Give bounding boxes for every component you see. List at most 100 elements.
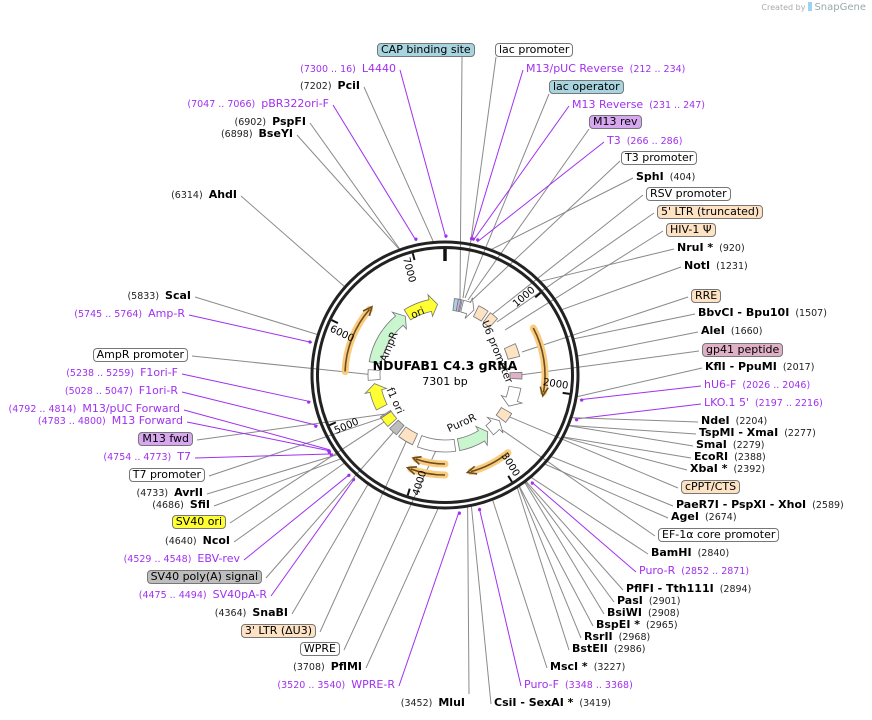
tick-label: 2000 (542, 377, 569, 392)
enzyme-label[interactable]: AgeI(2674) (671, 510, 743, 524)
enzyme-label[interactable]: BstEII(2986) (572, 642, 651, 656)
leader-line (567, 425, 694, 447)
feature-label[interactable]: RRE (691, 289, 722, 303)
feature-segment[interactable] (495, 406, 513, 423)
feature-segment[interactable] (472, 305, 489, 322)
enzyme-label[interactable]: RsrII(2968) (584, 630, 656, 644)
enzyme-label[interactable]: PasI(2901) (617, 594, 686, 608)
enzyme-label[interactable]: BamHI(2840) (651, 546, 735, 560)
enzyme-label[interactable]: BsiWI(2908) (607, 606, 686, 620)
feature-segment[interactable] (509, 371, 523, 380)
feature-name: 3' LTR (ΔU3) (240, 624, 316, 638)
feature-name: lac promoter (495, 43, 574, 57)
feature-segment[interactable] (389, 419, 405, 436)
feature-label[interactable]: lac operator (549, 80, 624, 94)
primer-label[interactable]: M13/pUC Reverse(212 .. 234) (526, 62, 691, 76)
enzyme-label[interactable]: (4640)NcoI (159, 534, 230, 548)
primer-label[interactable]: (4783 .. 4800)M13 Forward (32, 414, 183, 428)
primer-label[interactable]: (4529 .. 4548)EBV-rev (118, 552, 240, 566)
feature-label[interactable]: HIV-1 Ψ (666, 223, 716, 237)
primer-label[interactable]: (4475 .. 4494)SV40pA-R (133, 588, 267, 602)
feature-label[interactable]: 5' LTR (truncated) (657, 205, 764, 219)
enzyme-label[interactable]: EcoRI(2388) (694, 450, 772, 464)
enzyme-position: (5833) (127, 291, 160, 302)
enzyme-label[interactable]: NruI *(920) (677, 241, 751, 255)
enzyme-label[interactable]: (6902)PspFI (229, 115, 307, 129)
enzyme-label[interactable]: SphI(404) (636, 170, 701, 184)
enzyme-label[interactable]: (3708)PflMI (287, 660, 362, 674)
feature-label[interactable]: T3 promoter (621, 151, 698, 165)
feature-segment[interactable] (458, 299, 463, 313)
primer-label[interactable]: T3(266 .. 286) (607, 134, 688, 148)
enzyme-label[interactable]: SmaI(2279) (696, 438, 771, 452)
primer-site-mark (329, 453, 333, 457)
primer-label[interactable]: (5028 .. 5047)F1ori-R (59, 384, 178, 398)
primer-position: (7047 .. 7066) (187, 99, 256, 110)
enzyme-label[interactable]: PaeR7I - PspXI - XhoI(2589) (676, 498, 850, 512)
leader-line (243, 473, 351, 561)
feature-segment[interactable] (379, 409, 392, 419)
enzyme-label[interactable]: CsiI - SexAI *(3419) (494, 696, 617, 710)
primer-label[interactable]: hU6-F(2026 .. 2046) (704, 378, 816, 392)
primer-label[interactable]: (5745 .. 5764)Amp-R (68, 307, 185, 321)
enzyme-label[interactable]: MscI *(3227) (550, 660, 631, 674)
feature-label[interactable]: CAP binding site (377, 43, 475, 57)
leader-line (518, 485, 582, 639)
enzyme-label[interactable]: (6314)AhdI (165, 188, 237, 202)
enzyme-name: BstEII (572, 642, 608, 655)
enzyme-position: (3227) (593, 662, 626, 673)
feature-label[interactable]: RSV promoter (646, 187, 731, 201)
feature-segment[interactable] (367, 369, 381, 381)
primer-label[interactable]: LKO.1 5'(2197 .. 2216) (704, 396, 829, 410)
enzyme-label[interactable]: BspEI *(2965) (596, 618, 684, 632)
primer-label[interactable]: (4792 .. 4814)M13/pUC Forward (2, 402, 180, 416)
feature-label[interactable]: 3' LTR (ΔU3) (240, 624, 316, 638)
feature-label[interactable]: M13 fwd (138, 432, 193, 446)
feature-label[interactable]: WPRE (299, 642, 340, 656)
feature-segment[interactable] (368, 311, 407, 365)
feature-segment[interactable] (500, 385, 524, 407)
enzyme-label[interactable]: (4364)SnaBI (209, 606, 288, 620)
enzyme-label[interactable]: (5833)ScaI (121, 289, 191, 303)
feature-label[interactable]: EF-1α core promoter (658, 528, 780, 542)
enzyme-label[interactable]: AleI(1660) (701, 324, 768, 338)
feature-segment[interactable] (482, 312, 499, 329)
feature-segment[interactable] (456, 425, 489, 452)
primer-label[interactable]: Puro-R(2852 .. 2871) (639, 564, 755, 578)
primer-label[interactable]: (7300 .. 16)L4440 (294, 62, 396, 76)
feature-segment[interactable] (460, 297, 475, 319)
enzyme-label[interactable]: TspMI - XmaI(2277) (699, 426, 822, 440)
primer-label[interactable]: M13 Reverse(231 .. 247) (572, 98, 711, 112)
enzyme-label[interactable]: (7202)PciI (294, 79, 360, 93)
enzyme-label[interactable]: XbaI *(2392) (690, 462, 771, 476)
feature-label[interactable]: cPPT/CTS (681, 480, 741, 494)
enzyme-label[interactable]: (4686)SfiI (146, 498, 210, 512)
enzyme-label[interactable]: NdeI(2204) (701, 414, 773, 428)
primer-label[interactable]: (4754 .. 4773)T7 (97, 450, 191, 464)
feature-segment[interactable] (416, 435, 457, 453)
feature-label[interactable]: AmpR promoter (92, 348, 188, 362)
feature-label[interactable]: T7 promoter (128, 468, 205, 482)
enzyme-label[interactable]: NotI(1231) (684, 259, 754, 273)
feature-label[interactable]: SV40 poly(A) signal (146, 570, 262, 584)
feature-segment[interactable] (398, 426, 419, 446)
enzyme-label[interactable]: KflI - PpuMI(2017) (705, 360, 820, 374)
primer-label[interactable]: (5238 .. 5259)F1ori-F (60, 366, 178, 380)
feature-segment[interactable] (403, 293, 439, 321)
leader-line (521, 296, 689, 353)
feature-label[interactable]: gp41 peptide (702, 343, 784, 357)
primer-label[interactable]: (7047 .. 7066)pBR322ori-F (181, 97, 329, 111)
feature-segment[interactable] (363, 383, 388, 411)
enzyme-label[interactable]: PflFI - Tth111I(2894) (626, 582, 757, 596)
feature-segment[interactable] (503, 343, 521, 360)
enzyme-label[interactable]: (3452)MluI (395, 696, 465, 710)
enzyme-label[interactable]: (4733)AvrII (131, 486, 204, 500)
enzyme-label[interactable]: BbvCI - Bpu10I(1507) (698, 306, 833, 320)
enzyme-label[interactable]: (6898)BseYI (215, 127, 293, 141)
primer-label[interactable]: (3520 .. 3540)WPRE-R (271, 678, 395, 692)
feature-label[interactable]: M13 rev (589, 115, 642, 129)
primer-label[interactable]: Puro-F(3348 .. 3368) (524, 678, 639, 692)
feature-label[interactable]: SV40 ori (171, 515, 226, 529)
feature-segment[interactable] (485, 416, 504, 436)
feature-label[interactable]: lac promoter (495, 43, 574, 57)
